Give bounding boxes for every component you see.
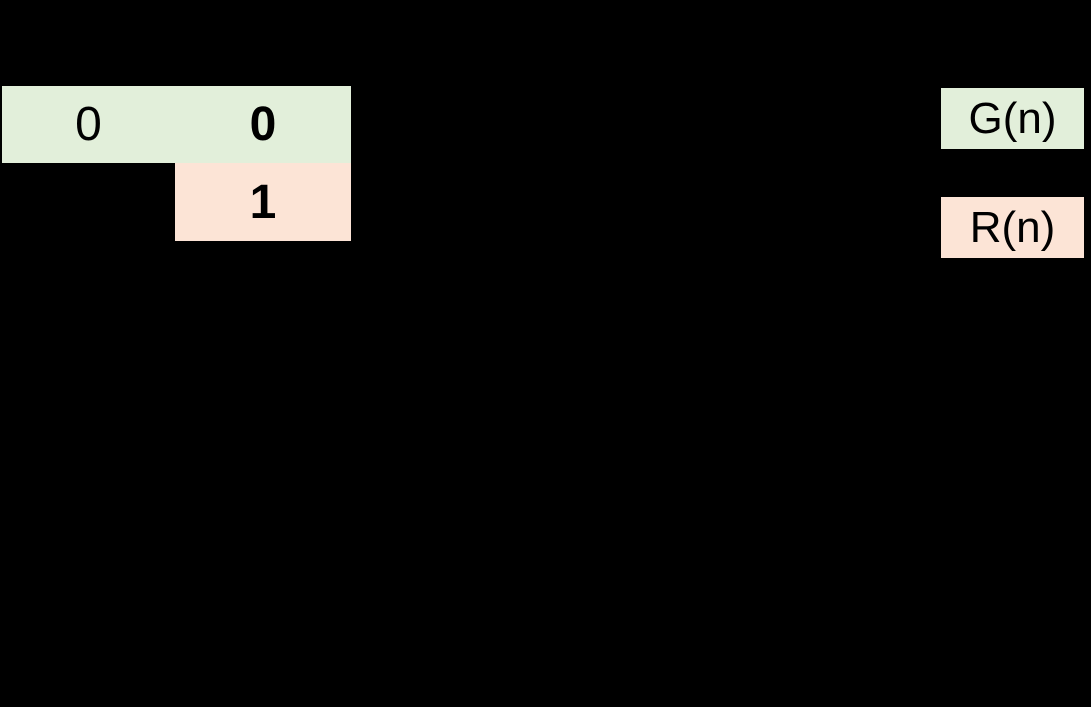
row0-bit-cell: 0 (249, 98, 277, 151)
legend-red-cell: R(n) (941, 197, 1084, 258)
row1-bit-cell: 1 (175, 163, 351, 241)
row0-n-cell: 0 (75, 98, 102, 151)
legend-green-cell: G(n) (941, 88, 1084, 149)
table-row-0: 0 0 (2, 86, 351, 163)
